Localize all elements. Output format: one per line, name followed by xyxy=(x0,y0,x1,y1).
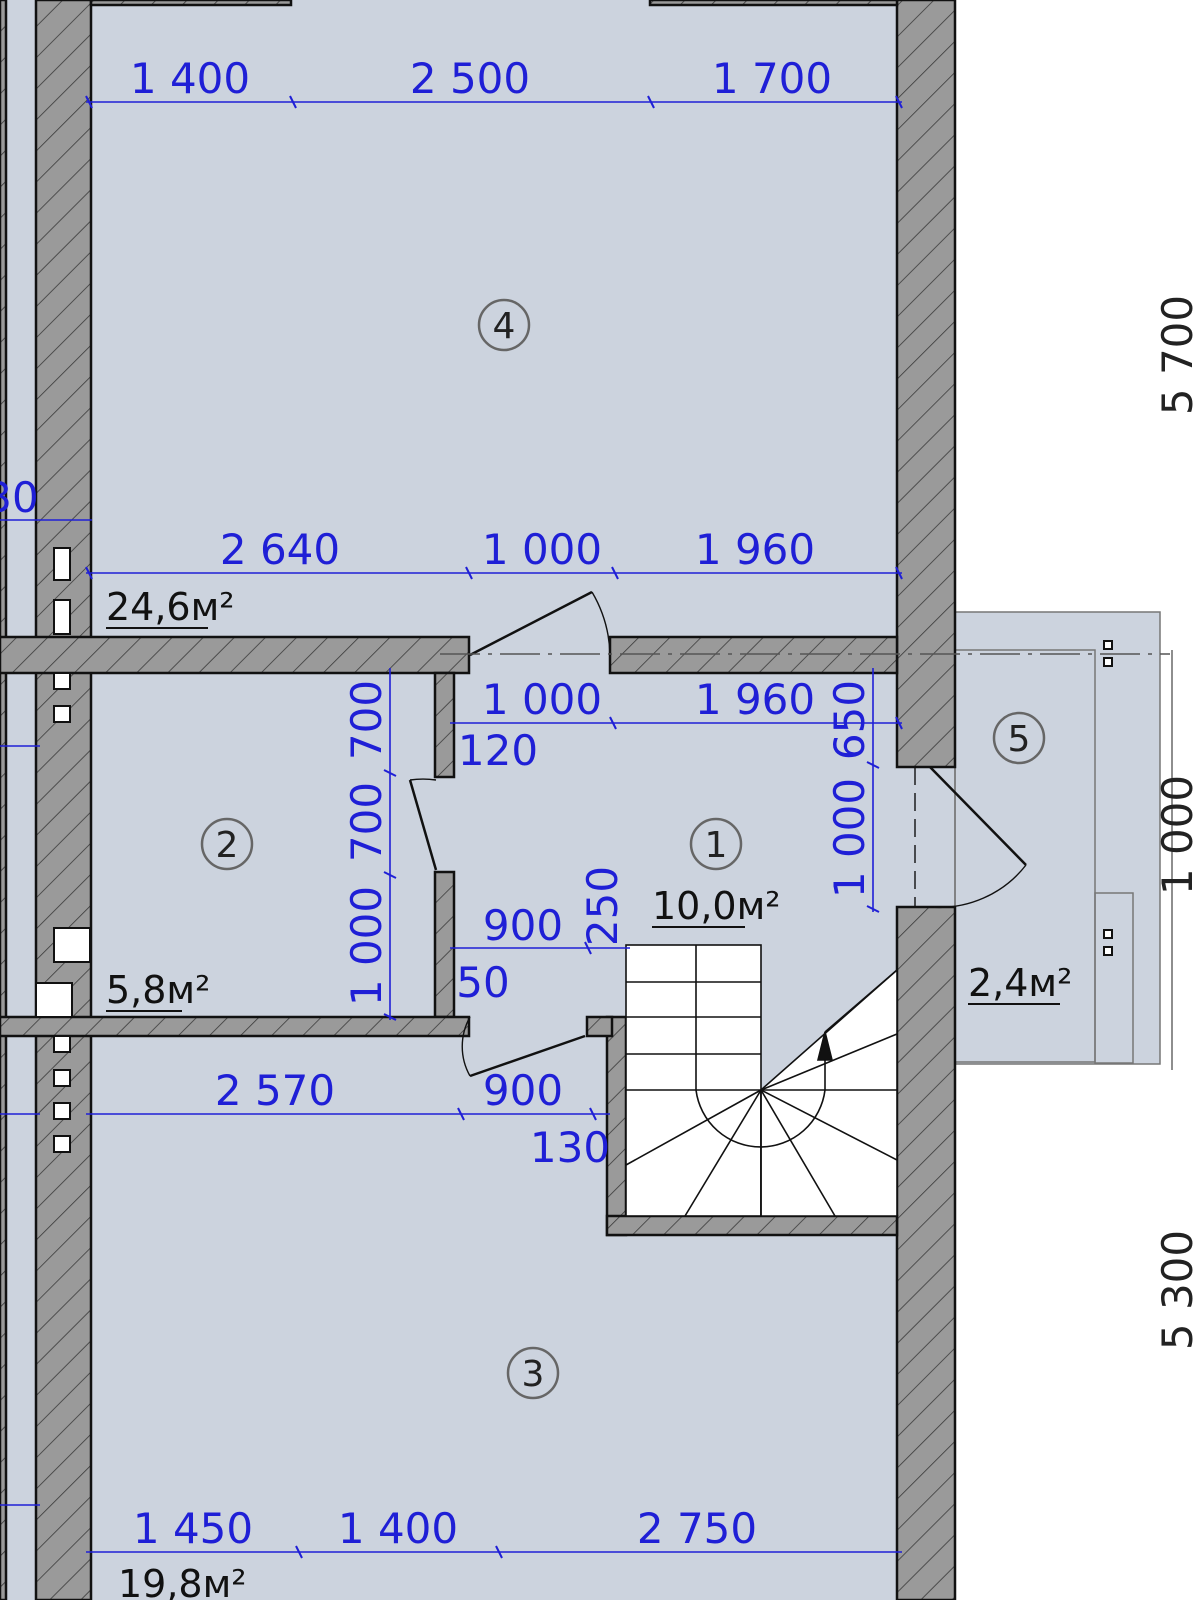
dim-r1r-2: 1 000 xyxy=(825,778,874,898)
room-3-number: 3 xyxy=(522,1354,545,1395)
room-1-area: 10,0м² xyxy=(652,884,781,928)
dimension-labels: 1 400 2 500 1 700 2 640 1 000 1 960 30 1… xyxy=(0,54,874,1553)
room-3-area: 19,8м² xyxy=(118,1562,247,1600)
dim-r3-offset: 130 xyxy=(530,1123,610,1172)
dim-r1-offset: 120 xyxy=(458,726,538,775)
room-3-marker: 3 xyxy=(506,1346,560,1400)
staircase xyxy=(625,944,898,1217)
dim-r1-offset2: 50 xyxy=(456,958,509,1007)
wall-stair-top xyxy=(585,1015,614,1038)
room-2-number: 2 xyxy=(216,825,239,866)
dim-r1l-1: 900 xyxy=(483,901,563,950)
wall-right xyxy=(895,0,957,769)
outer-dim-2: 1 000 xyxy=(1153,775,1200,895)
wall-room2-right-top xyxy=(433,671,456,779)
dim-left-cut: 30 xyxy=(0,473,39,522)
dimension-lines xyxy=(0,101,902,1553)
door-room2 xyxy=(408,779,438,871)
dim-r3b-1: 1 450 xyxy=(133,1504,253,1553)
room-1-number: 1 xyxy=(705,825,728,866)
room-5-area: 2,4м² xyxy=(968,961,1072,1005)
door-room3 xyxy=(469,1034,586,1078)
outer-dimensions: 5 700 1 000 5 300 xyxy=(1153,295,1200,1350)
wall-top-left xyxy=(89,0,293,7)
wall-mid-right xyxy=(608,635,899,675)
dim-r4b-2: 1 000 xyxy=(482,525,602,574)
room-markers: 4 24,6м² 2 5,8м² 1 10,0м² 5 2,4м² 3 19,8… xyxy=(106,298,1072,1600)
outer-dim-3: 5 300 xyxy=(1153,1230,1200,1350)
wall-room2-bottom xyxy=(0,1015,471,1038)
dim-top-3: 1 700 xyxy=(712,54,832,103)
wall-top-right xyxy=(648,0,899,7)
doors xyxy=(408,590,1027,1078)
dim-r2v-2: 700 xyxy=(342,782,391,862)
room-1-marker: 1 xyxy=(689,817,743,871)
dim-r2v-1: 700 xyxy=(342,680,391,760)
room-2-area: 5,8м² xyxy=(106,968,210,1012)
wall-left-outer xyxy=(0,0,8,1600)
wall-left xyxy=(34,0,93,1600)
dim-r3b-3: 2 750 xyxy=(637,1504,757,1553)
dim-top-1: 1 400 xyxy=(130,54,250,103)
dim-r4b-1: 2 640 xyxy=(220,525,340,574)
room-2-marker: 2 xyxy=(200,817,254,871)
door-porch xyxy=(929,766,1027,866)
room-4-area: 24,6м² xyxy=(106,585,235,629)
dim-r1r-1: 650 xyxy=(825,680,874,760)
walls xyxy=(0,0,957,1600)
dim-r3t-1: 2 570 xyxy=(215,1066,335,1115)
room-5-number: 5 xyxy=(1008,719,1031,760)
dim-r2v-3: 1 000 xyxy=(342,886,391,1006)
dim-top-2: 2 500 xyxy=(410,54,530,103)
left-wall-openings xyxy=(35,547,91,1153)
porch-room-5 xyxy=(954,611,1161,1065)
floor-area xyxy=(0,0,955,1600)
dim-r1l-2: 250 xyxy=(578,866,627,946)
dim-r3b-2: 1 400 xyxy=(338,1504,458,1553)
wall-stair-bottom xyxy=(605,1214,899,1237)
dim-r1t-1: 1 000 xyxy=(482,675,602,724)
outer-dim-1: 5 700 xyxy=(1153,295,1200,415)
wall-right-lower xyxy=(895,905,957,1600)
wall-room2-right-bottom xyxy=(433,870,456,1019)
room-5-marker: 5 xyxy=(992,711,1046,765)
wall-mid-left xyxy=(0,635,471,675)
dim-r3t-2: 900 xyxy=(483,1066,563,1115)
porch-posts xyxy=(1103,640,1113,956)
dim-r1t-2: 1 960 xyxy=(695,675,815,724)
dimension-ticks xyxy=(85,95,903,1559)
room-4-number: 4 xyxy=(493,306,516,347)
door-room4 xyxy=(469,590,593,657)
room-4-marker: 4 xyxy=(477,298,531,352)
dim-r4b-3: 1 960 xyxy=(695,525,815,574)
